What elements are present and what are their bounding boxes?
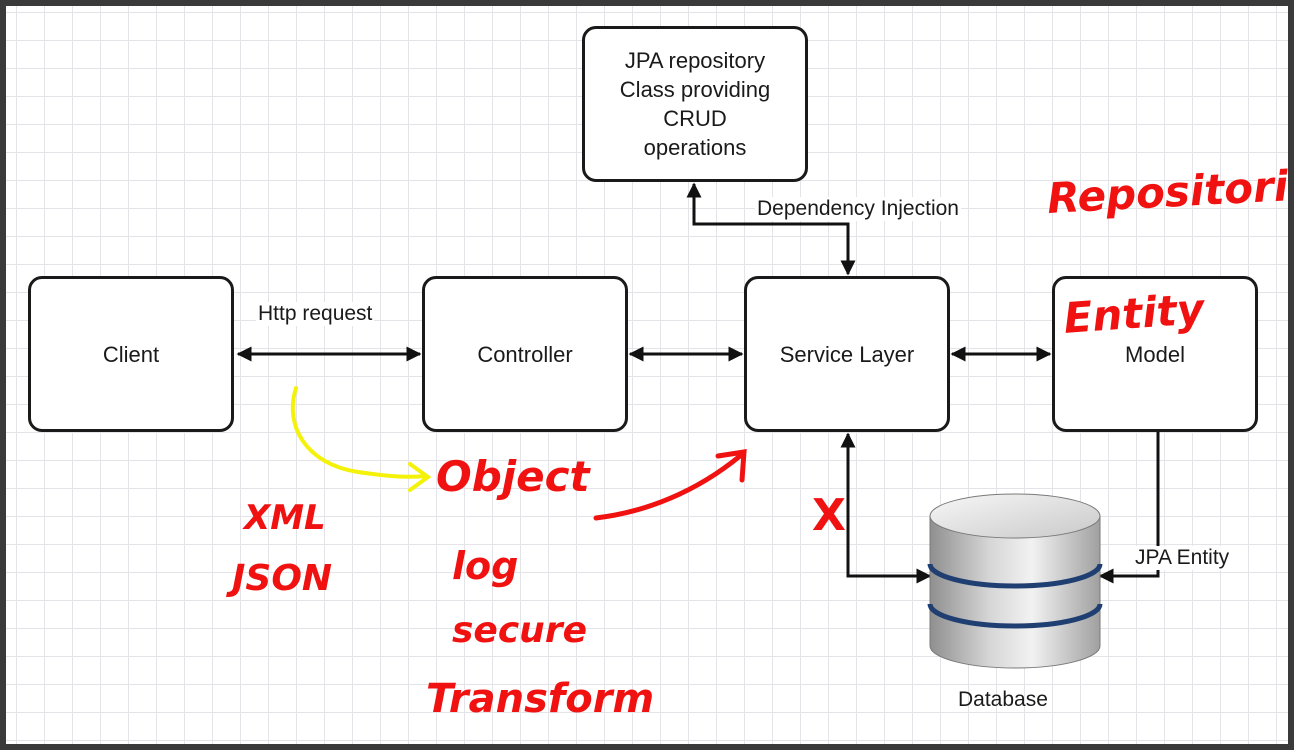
annotation-object: Object [436, 452, 590, 501]
jpa-entity-label: JPA Entity [1133, 546, 1232, 570]
red-handwritten-arrow [593, 449, 747, 521]
edge-service-database [840, 432, 932, 584]
dependency-injection-label: Dependency Injection [755, 197, 961, 221]
annotation-log: log [452, 544, 519, 588]
edge-dependency-injection [686, 182, 856, 276]
diagram-canvas: JPA repository Class providing CRUD oper… [6, 6, 1288, 744]
model-node: Model [1052, 276, 1258, 432]
annotation-entity: Entity [1062, 284, 1206, 343]
jpa-repository-node: JPA repository Class providing CRUD oper… [582, 26, 808, 182]
controller-node: Controller [422, 276, 628, 432]
annotation-cross: X [812, 490, 846, 541]
database-label: Database [958, 688, 1048, 711]
edge-model-database [1098, 432, 1160, 584]
annotation-secure: secure [452, 610, 587, 651]
annotation-xml: XML [244, 498, 326, 538]
http-request-label: Http request [256, 302, 375, 326]
yellow-handwritten-arrow [290, 386, 432, 492]
annotation-transform: Transform [426, 676, 655, 722]
annotation-json: JSON [232, 558, 333, 599]
client-node: Client [28, 276, 234, 432]
connectors-layer [236, 182, 1160, 669]
service-layer-node: Service Layer [744, 276, 950, 432]
database-cylinder-icon [927, 493, 1103, 669]
